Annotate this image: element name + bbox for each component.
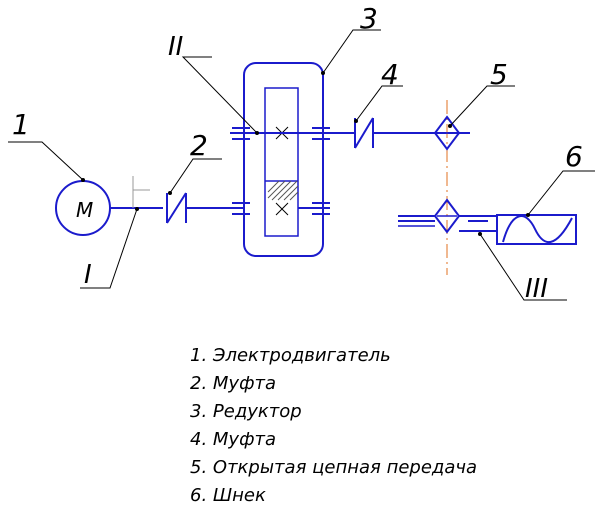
label-motor: 1	[12, 108, 30, 141]
legend-item: 1. Электродвигатель	[190, 345, 391, 366]
legend-item: 4. Муфта	[190, 429, 276, 450]
legend-item: 2. Муфта	[190, 373, 276, 394]
label-auger: 6	[565, 140, 583, 173]
legend-item: 3. Редуктор	[190, 401, 302, 422]
coupling-2	[354, 117, 374, 149]
coordinate-marker	[132, 176, 150, 208]
auger	[496, 214, 577, 245]
chain-drive	[433, 100, 461, 275]
label-chain-drive: 5	[490, 58, 508, 91]
label-reducer: 3	[360, 2, 378, 35]
legend-item: 6. Шнек	[190, 485, 266, 506]
label-coupling-1: 2	[190, 129, 208, 162]
legend-item: 5. Открытая цепная передача	[190, 457, 478, 478]
label-shaft-I: I	[84, 260, 92, 290]
legend: 1. Электродвигатель 2. Муфта 3. Редуктор…	[190, 342, 477, 510]
shaft-III	[398, 215, 497, 232]
coupling-1	[166, 192, 187, 224]
leader-lines	[8, 29, 595, 301]
reducer	[230, 62, 340, 257]
label-shaft-II: II	[168, 32, 183, 62]
motor: M	[55, 180, 111, 236]
label-shaft-III: III	[525, 274, 548, 304]
motor-symbol: M	[76, 198, 93, 222]
label-coupling-2: 4	[381, 58, 399, 91]
